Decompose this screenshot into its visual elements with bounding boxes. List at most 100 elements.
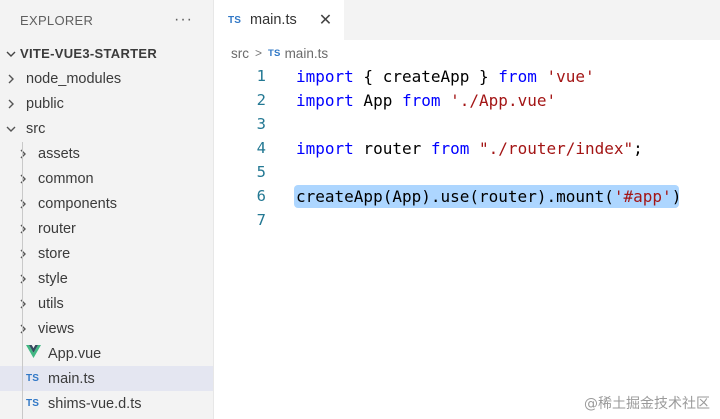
project-root[interactable]: VITE-VUE3-STARTER xyxy=(0,41,213,66)
tree-item-style[interactable]: style xyxy=(0,266,213,291)
typescript-file-icon: TS xyxy=(26,398,40,409)
code-plain xyxy=(441,91,451,110)
chevron-right-icon xyxy=(4,97,20,111)
code-line[interactable]: 7 xyxy=(214,208,720,232)
code-line[interactable]: 1 import { createApp } from 'vue' xyxy=(214,64,720,88)
tree-item-shims-vue-d-ts[interactable]: TS shims-vue.d.ts xyxy=(0,391,213,416)
code-plain: ; xyxy=(633,138,643,158)
code-keyword: import xyxy=(296,66,354,86)
tree-item-label: utils xyxy=(38,295,64,312)
code-string: './App.vue' xyxy=(450,90,557,110)
code-text: import App from './App.vue' xyxy=(296,91,556,110)
tree-item-label: assets xyxy=(38,145,80,162)
tree-item-views[interactable]: views xyxy=(0,316,213,341)
code-keyword: from xyxy=(430,138,470,158)
tree-item-assets[interactable]: assets xyxy=(0,141,213,166)
line-number: 6 xyxy=(256,187,266,205)
tree-item-main-ts[interactable]: TS main.ts xyxy=(0,366,213,391)
code-line[interactable]: 5 xyxy=(214,160,720,184)
code-line[interactable]: 6 createApp(App).use(router).mount('#app'… xyxy=(214,184,720,208)
tree-item-node-modules[interactable]: node_modules xyxy=(0,66,213,91)
tab-bar: TS main.ts ✕ xyxy=(214,0,720,40)
line-number: 2 xyxy=(256,91,266,109)
tree-item-public[interactable]: public xyxy=(0,91,213,116)
line-number: 5 xyxy=(256,163,266,181)
code-plain: router xyxy=(353,138,431,158)
indent-guide xyxy=(22,142,23,419)
code-plain xyxy=(469,139,479,158)
chevron-down-icon xyxy=(4,47,20,61)
code-editor[interactable]: 1 import { createApp } from 'vue' 2 import … xyxy=(214,64,720,232)
tree-item-label: public xyxy=(26,95,64,112)
breadcrumb: src > TS main.ts xyxy=(214,40,720,66)
breadcrumb-folder[interactable]: src xyxy=(231,45,249,61)
line-number: 3 xyxy=(256,115,266,133)
tab-main-ts[interactable]: TS main.ts ✕ xyxy=(214,0,344,40)
watermark: @稀土掘金技术社区 xyxy=(584,396,710,412)
tree-item-label: store xyxy=(38,245,71,262)
chevron-right-icon xyxy=(16,272,32,286)
chevron-right-icon xyxy=(16,197,32,211)
code-line[interactable]: 2 import App from './App.vue' xyxy=(214,88,720,112)
code-string: '#app' xyxy=(613,186,672,206)
code-plain: App xyxy=(353,90,402,110)
tree-item-label: App.vue xyxy=(48,345,102,362)
tree-item-label: node_modules xyxy=(26,70,122,87)
chevron-right-icon xyxy=(16,322,32,336)
tree-item-components[interactable]: components xyxy=(0,191,213,216)
typescript-file-icon: TS xyxy=(268,47,281,59)
chevron-right-icon xyxy=(16,147,32,161)
tree-item-label: common xyxy=(38,170,94,187)
code-text: createApp(App).use(router).mount('#app') xyxy=(296,187,681,206)
tree-item-label: shims-vue.d.ts xyxy=(48,395,142,412)
chevron-right-icon xyxy=(16,297,32,311)
typescript-file-icon: TS xyxy=(228,14,242,26)
explorer-sidebar: EXPLORER ··· VITE-VUE3-STARTER node_modu… xyxy=(0,0,214,419)
code-keyword: import xyxy=(296,138,354,158)
selection-highlight xyxy=(294,185,679,208)
more-actions-icon[interactable]: ··· xyxy=(174,11,193,28)
line-number: 7 xyxy=(256,211,266,229)
tab-label: main.ts xyxy=(250,12,297,28)
tree-item-app-vue[interactable]: App.vue xyxy=(0,341,213,366)
tree-item-label: main.ts xyxy=(48,370,95,387)
chevron-right-icon xyxy=(16,222,32,236)
tree-item-common[interactable]: common xyxy=(0,166,213,191)
code-string: 'vue' xyxy=(546,66,595,86)
chevron-right-icon xyxy=(4,72,20,86)
code-text: import { createApp } from 'vue' xyxy=(296,67,595,86)
breadcrumb-file[interactable]: main.ts xyxy=(284,45,329,61)
tree-item-label: style xyxy=(38,270,68,287)
tree-item-label: views xyxy=(38,320,75,337)
code-plain: { createApp } xyxy=(353,66,499,86)
editor-area: TS main.ts ✕ src > TS main.ts 1 import { … xyxy=(214,0,720,419)
tree-item-label: src xyxy=(26,120,46,137)
project-name: VITE-VUE3-STARTER xyxy=(20,46,158,61)
tree-item-label: components xyxy=(38,195,117,212)
chevron-right-icon xyxy=(16,172,32,186)
code-string: "./router/index" xyxy=(479,138,634,158)
code-plain: ) xyxy=(671,186,682,206)
code-line[interactable]: 3 xyxy=(214,112,720,136)
chevron-right-icon: > xyxy=(255,46,263,60)
chevron-right-icon xyxy=(16,247,32,261)
code-text: import router from "./router/index"; xyxy=(296,139,643,158)
line-number: 4 xyxy=(256,139,266,157)
code-keyword: from xyxy=(498,66,537,86)
chevron-down-icon xyxy=(4,122,20,136)
line-number: 1 xyxy=(256,67,266,85)
close-icon[interactable]: ✕ xyxy=(318,12,333,29)
tree-item-label: router xyxy=(38,220,76,237)
code-line[interactable]: 4 import router from "./router/index"; xyxy=(214,136,720,160)
explorer-title: EXPLORER xyxy=(20,12,94,28)
tree-item-router[interactable]: router xyxy=(0,216,213,241)
tree-item-utils[interactable]: utils xyxy=(0,291,213,316)
explorer-header: EXPLORER ··· xyxy=(0,0,213,40)
typescript-file-icon: TS xyxy=(26,373,40,384)
code-keyword: import xyxy=(296,90,354,110)
tree-item-src[interactable]: src xyxy=(0,116,213,141)
tree-item-store[interactable]: store xyxy=(0,241,213,266)
vue-file-icon xyxy=(26,345,42,362)
code-keyword: from xyxy=(401,90,441,110)
